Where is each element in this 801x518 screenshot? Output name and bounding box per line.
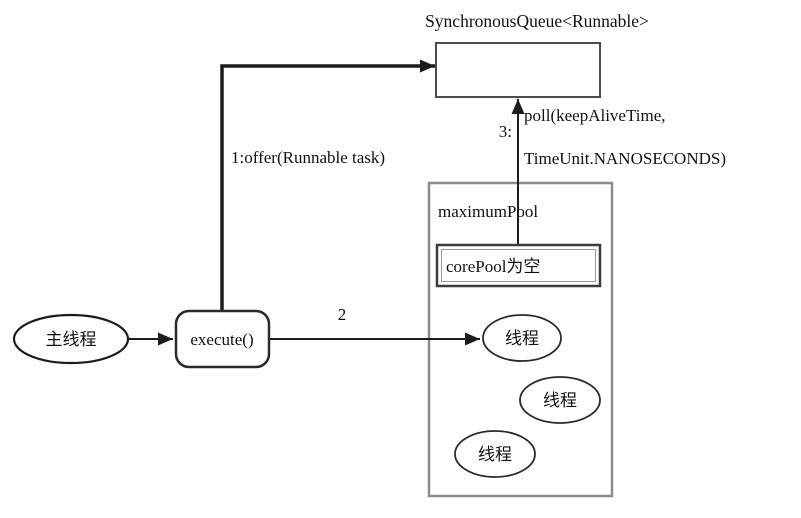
thread-node-3: [454, 430, 536, 478]
offer-arrow: [220, 59, 435, 313]
thread-label-1: 线程: [505, 329, 539, 348]
core-pool-box-inner: [441, 249, 596, 282]
thread-label-3: 线程: [478, 445, 512, 464]
step2-label: 2: [338, 305, 347, 324]
core-pool-box: [435, 243, 602, 288]
poll-label-line2: TimeUnit.NANOSECONDS): [524, 149, 726, 168]
thread-node-2: [519, 376, 601, 424]
core-pool-label: corePool为空: [446, 257, 540, 276]
thread-label-2: 线程: [543, 391, 577, 410]
main-thread-node: [12, 313, 130, 365]
execute-label: execute(): [190, 330, 253, 349]
offer-label: 1:offer(Runnable task): [231, 148, 385, 167]
queue-title: SynchronousQueue<Runnable>: [425, 11, 649, 31]
synchronous-queue-box: [435, 42, 601, 98]
execute-box: [174, 309, 271, 369]
step3-label: 3:: [499, 122, 512, 141]
main-thread-label: 主线程: [46, 330, 97, 349]
maximum-pool-label: maximumPool: [438, 202, 538, 221]
thread-node-1: [482, 314, 562, 362]
poll-label-line1: poll(keepAliveTime,: [524, 106, 666, 125]
